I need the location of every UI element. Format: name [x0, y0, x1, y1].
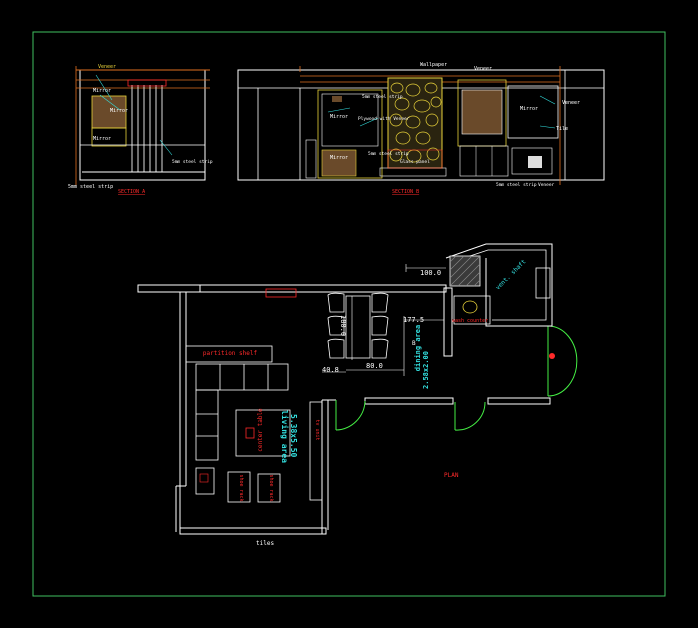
dim-80: 80.0: [366, 362, 383, 370]
label-tiles: tiles: [256, 540, 274, 547]
center-table: [235, 409, 291, 457]
label-dining-area: dining area: [414, 325, 422, 371]
label-wallpaper: Wallpaper: [420, 62, 447, 68]
slats: [131, 85, 163, 172]
tv-unit: [309, 401, 323, 501]
elevation-right-outline: [237, 69, 605, 181]
label-wash-counter: wash counter: [452, 318, 488, 324]
decorative-pattern: [389, 82, 442, 163]
partition-shelf: [185, 345, 273, 363]
wall-bottom: [179, 527, 327, 535]
label-mirror-top: Mirror: [93, 88, 111, 94]
label-plywood: Plywood with Veneer: [358, 116, 410, 122]
label-shoe-rack: shoe rack: [238, 474, 244, 501]
label-veneer-top: Veneer: [474, 66, 492, 72]
label-veneer: Veneer: [98, 64, 116, 70]
sofa: [195, 363, 289, 461]
label-tv-unit: tv unit: [314, 419, 320, 440]
label-steel-strip-b: 5mm steel strip: [368, 151, 409, 157]
elevation-right-title: SECTION B: [392, 189, 419, 195]
label-veneer-bottom: Veneer: [538, 182, 555, 188]
label-mirror-a: Mirror: [330, 114, 348, 120]
dim-100: 100.0: [420, 269, 441, 277]
label-tile: Tile: [556, 126, 568, 132]
elevation-left-title: SECTION A: [118, 189, 145, 195]
label-steel-strip-bottom: 5mm steel strip: [496, 182, 537, 188]
elevation-left: Veneer Mirror Mirror Mirror 5mm steel st…: [68, 64, 213, 195]
dining-chairs: [327, 292, 389, 359]
label-shoe-rack-2: shoe rack: [268, 474, 274, 501]
label-steel-strip: 5mm steel strip: [172, 159, 213, 165]
vent-shaft-walls: [445, 243, 553, 327]
label-steel-strip-a: 5mm steel strip: [362, 94, 403, 100]
section-marker-b: B: [412, 340, 416, 347]
label-veneer-right: Veneer: [562, 100, 580, 106]
plan-title: PLAN: [444, 472, 459, 479]
label-glass-panel: Glass panel: [400, 159, 430, 165]
label-mirror-low: Mirror: [93, 136, 111, 142]
label-partition-shelf: partition shelf: [203, 350, 258, 357]
label-living-area: living area: [280, 410, 290, 463]
drawing-frame: [32, 31, 666, 597]
dim-177-5: 177.5: [403, 316, 424, 324]
door-left: [335, 400, 366, 431]
floor-plan: 100.0 177.5 180.0 80.0 40.8 B dining are…: [137, 243, 578, 547]
door-middle: [454, 401, 486, 431]
label-mirror-b: Mirror: [330, 155, 348, 161]
label-steel-strip-bottom: 5mm steel strip: [68, 184, 113, 190]
elevation-right: Wallpaper Veneer Veneer Mirror Mirror Mi…: [237, 62, 605, 195]
label-dining-size: 2.58x2.00: [422, 351, 430, 389]
label-center-table: center table: [257, 408, 264, 452]
label-mirror-c: Mirror: [520, 106, 538, 112]
dim-40-8: 40.8: [322, 366, 339, 374]
armchairs: [195, 467, 281, 503]
label-living-size: 5.38x5.50: [289, 414, 298, 458]
wash-counter: [453, 295, 491, 325]
label-mirror-mid: Mirror: [110, 108, 128, 114]
dim-180: 180.0: [339, 315, 347, 336]
dining-table: [345, 295, 371, 359]
door-right: [547, 325, 578, 397]
